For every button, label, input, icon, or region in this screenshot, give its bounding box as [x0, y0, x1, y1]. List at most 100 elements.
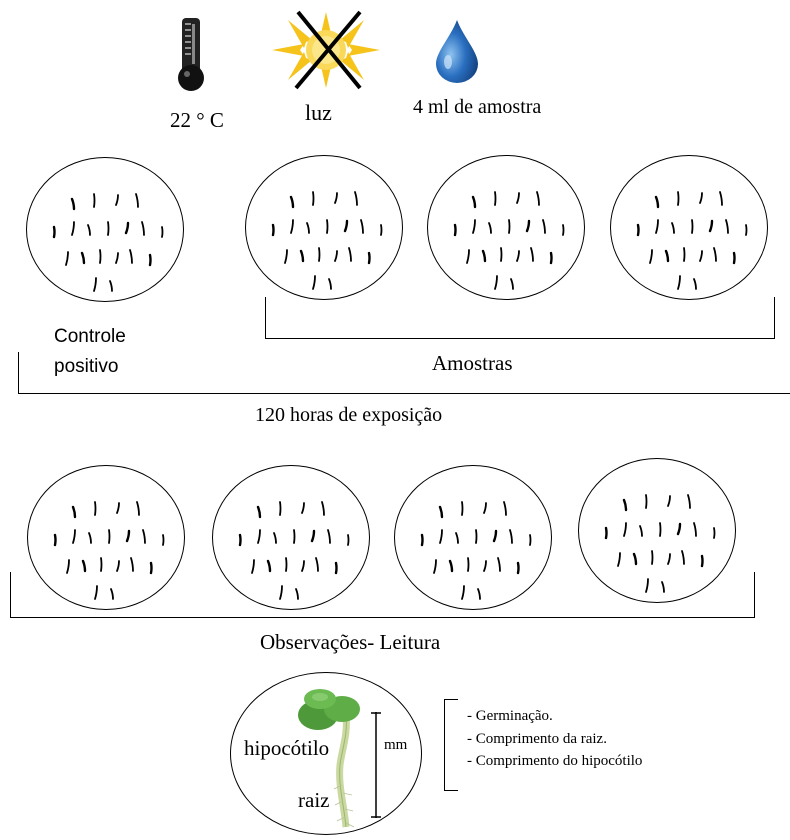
seed-sprouts	[53, 500, 164, 600]
seed-sprout	[420, 533, 424, 546]
seed-sprout	[525, 219, 530, 232]
seed-sprout	[115, 501, 120, 514]
seed-sprout	[114, 251, 119, 264]
samples-label: Amostras	[432, 351, 513, 375]
seed-sprout	[676, 274, 681, 290]
seed-sprout	[359, 218, 364, 234]
observations-label: Observações- Leitura	[260, 630, 441, 654]
list-item: - Germinação.	[467, 708, 553, 724]
hypocotyl-label: hipocótilo	[244, 736, 330, 760]
seed-sprout	[438, 505, 443, 518]
seed-sprout	[712, 246, 717, 262]
seed-sprout	[379, 223, 382, 236]
seed-sprout	[334, 561, 338, 574]
seed-sprout	[305, 221, 310, 234]
seed-sprout	[256, 505, 261, 518]
exposure-label: 120 horas de exposição	[255, 404, 443, 426]
seed-sprout	[535, 190, 540, 206]
seed-sprout	[712, 526, 715, 539]
seed-sprout	[140, 220, 145, 236]
seed-sprout	[509, 277, 514, 290]
seed-sprout	[692, 521, 697, 537]
seed-sprout	[289, 218, 294, 234]
seed-sprout	[80, 251, 85, 264]
seed-sprout	[654, 195, 659, 208]
petri-dish-obs-2	[212, 465, 370, 610]
seed-sprout	[732, 251, 736, 264]
seed-sprout	[466, 556, 469, 572]
seed-sprout	[141, 528, 146, 544]
seed-sprout	[271, 223, 275, 236]
seed-sprout	[346, 533, 349, 546]
seed-sprout	[676, 522, 681, 535]
seed-sprout	[529, 246, 534, 262]
seed-sprout	[53, 533, 57, 546]
petri-dish-obs-4	[578, 458, 736, 603]
seed-sprout	[327, 277, 332, 290]
seed-sprout	[86, 223, 91, 236]
seed-sprout	[250, 558, 255, 574]
seed-sprout	[604, 526, 608, 539]
seed-sprout	[460, 584, 465, 600]
seed-sprout	[692, 277, 697, 290]
unit-label: mm	[384, 737, 408, 753]
seed-sprout	[283, 248, 288, 264]
seed-sprout	[70, 220, 75, 236]
root-label: raiz	[298, 788, 330, 812]
seed-sprout	[454, 531, 459, 544]
seed-sprout	[128, 248, 133, 264]
light-label: luz	[305, 100, 332, 125]
seed-sprout	[311, 274, 316, 290]
seed-sprout	[71, 505, 76, 518]
seed-sprout	[660, 580, 665, 593]
seed-sprout	[300, 559, 305, 572]
seed-sprout	[65, 558, 70, 574]
seed-sprout	[314, 556, 319, 572]
seed-sprout	[528, 533, 531, 546]
seed-sprout	[515, 249, 520, 262]
seed-sprout	[650, 549, 653, 565]
seed-sprout	[516, 561, 520, 574]
seed-sprout	[658, 521, 661, 537]
seed-sprout	[311, 190, 314, 206]
seed-sprout	[294, 587, 299, 600]
seed-sprout	[670, 221, 675, 234]
seed-sprouts	[238, 500, 349, 600]
seed-sprout	[135, 500, 140, 516]
seed-sprout	[92, 276, 97, 292]
seed-sprout	[343, 219, 348, 232]
seed-sprout	[71, 528, 76, 544]
seed-sprout	[515, 191, 520, 204]
seed-sprout	[161, 533, 164, 546]
seed-sprout	[499, 246, 502, 262]
seed-sprout	[99, 556, 102, 572]
seed-sprout	[284, 556, 287, 572]
control-label-line1: Controle	[54, 326, 126, 347]
seed-sprout	[708, 219, 713, 232]
seed-sprout	[508, 528, 513, 544]
seed-sprout	[256, 528, 261, 544]
list-item: - Comprimento do hipocótilo	[467, 753, 643, 769]
seed-sprouts	[271, 190, 382, 290]
observations-bracket	[10, 572, 755, 618]
seed-sprout	[310, 529, 315, 542]
seed-sprout	[493, 274, 498, 290]
temperature-label: 22 ° C	[170, 108, 224, 132]
seed-sprout	[278, 500, 281, 516]
petri-dish-obs-1	[27, 465, 185, 610]
seed-sprout	[106, 220, 109, 236]
seedling-illustration	[290, 685, 390, 835]
seed-sprout	[492, 529, 497, 542]
seed-sprouts	[604, 493, 715, 593]
seed-sprout	[326, 528, 331, 544]
seed-sprout	[507, 218, 510, 234]
petri-dish-obs-3	[394, 465, 552, 610]
seed-sprout	[347, 246, 352, 262]
seed-sprout	[87, 531, 92, 544]
sample-volume-label: 4 ml de amostra	[413, 96, 542, 118]
seed-sprout	[698, 249, 703, 262]
seed-sprout	[474, 528, 477, 544]
petri-dish-sample-2	[427, 155, 585, 300]
seed-sprout	[266, 559, 271, 572]
seed-sprout	[654, 218, 659, 234]
